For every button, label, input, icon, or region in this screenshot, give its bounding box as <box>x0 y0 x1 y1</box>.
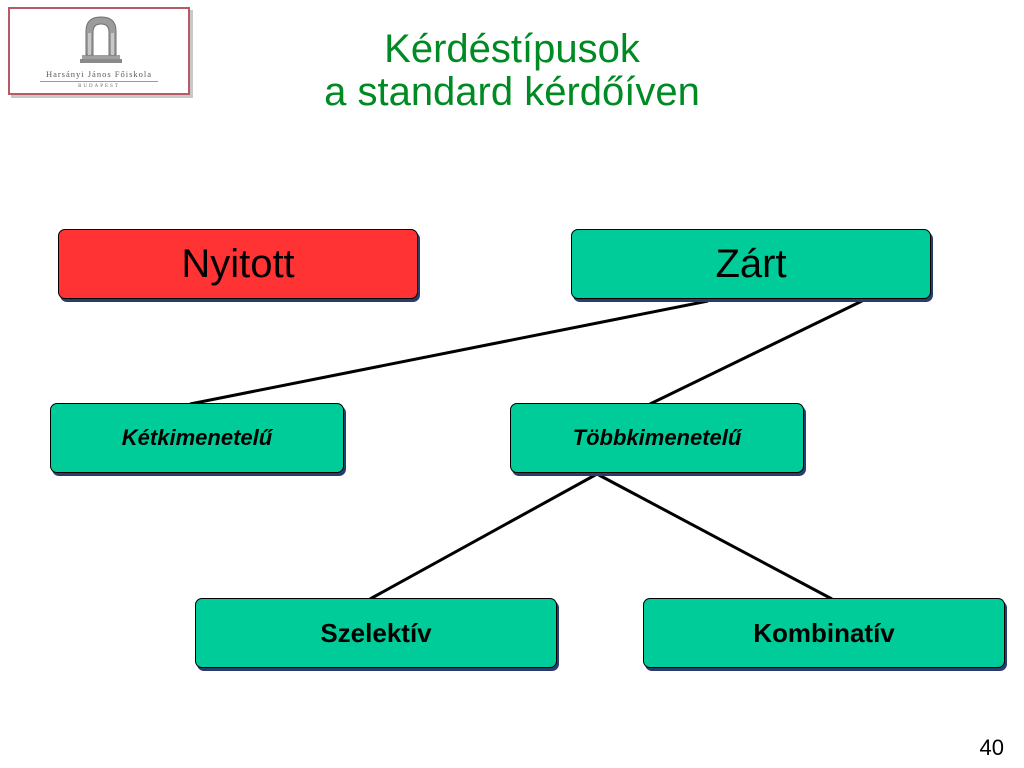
connector-tobbkimenetelu-szelektiv <box>369 472 598 601</box>
institution-logo: Harsányi János Főiskola BUDAPEST <box>8 7 190 95</box>
page-number: 40 <box>979 735 1004 760</box>
slide-title: Kérdéstípusok a standard kérdőíven <box>200 28 824 114</box>
node-tobbkimenetelu: Többkimenetelű <box>510 403 804 473</box>
logo-city-text: BUDAPEST <box>78 84 120 89</box>
node-kombinativ: Kombinatív <box>643 598 1005 668</box>
slide-title-line-1: Kérdéstípusok <box>384 27 640 71</box>
logo-divider <box>40 81 158 82</box>
arch-emblem-icon <box>80 16 122 63</box>
connector-tobbkimenetelu-kombinativ <box>596 472 833 601</box>
slide-title-line-2: a standard kérdőíven <box>324 70 700 114</box>
node-szelektiv: Szelektív <box>195 598 557 668</box>
node-ketkimenetelu: Kétkimenetelű <box>50 403 344 473</box>
connector-zart-tobbkimenetelu <box>649 299 863 406</box>
connector-zart-ketkimenetelu <box>189 299 709 406</box>
node-zart: Zárt <box>571 229 931 299</box>
node-nyitott: Nyitott <box>58 229 418 299</box>
logo-name-text: Harsányi János Főiskola <box>45 69 153 79</box>
